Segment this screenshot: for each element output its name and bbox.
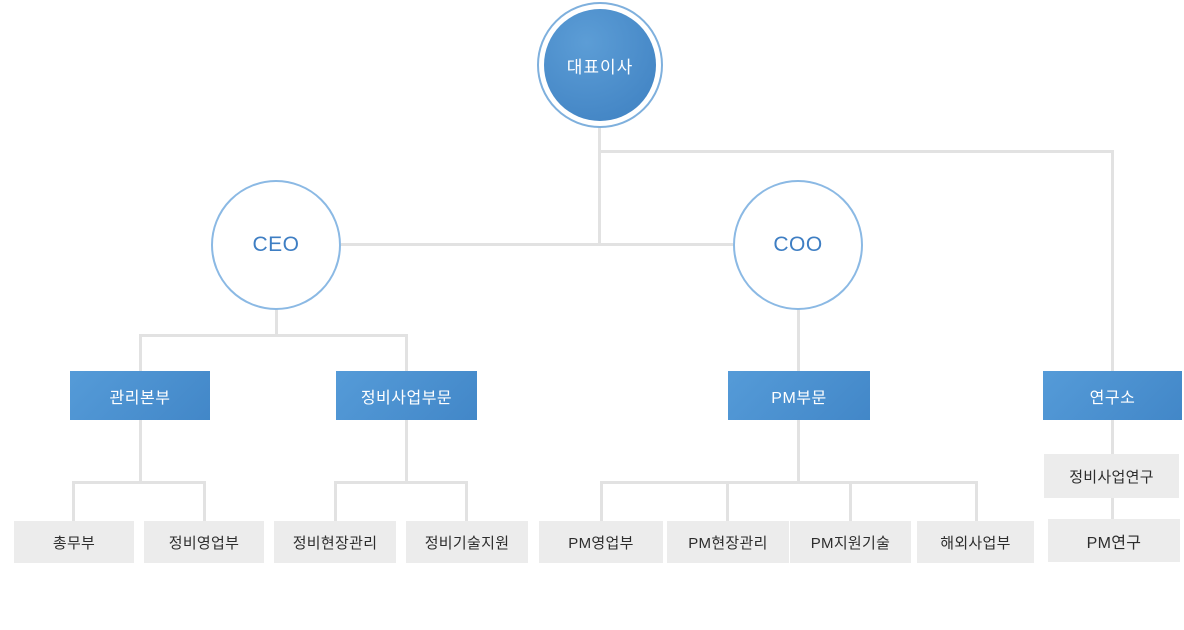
- connector-line: [1111, 150, 1114, 371]
- department-label: PM연구: [1086, 534, 1142, 552]
- division-label: 관리본부: [109, 389, 171, 407]
- connector-line: [139, 334, 142, 371]
- org-node-maintenance-site-management: 정비현장관리: [274, 521, 396, 563]
- connector-line: [1111, 496, 1114, 521]
- org-node-management-hq: 관리본부: [70, 371, 210, 420]
- connector-line: [849, 481, 852, 521]
- root-circle: 대표이사: [544, 9, 656, 121]
- org-node-pm-division: PM부문: [728, 371, 870, 420]
- department-label: 정비영업부: [168, 534, 240, 552]
- root-label: 대표이사: [566, 57, 634, 77]
- department-label: PM영업부: [568, 534, 634, 552]
- connector-line: [600, 481, 978, 484]
- connector-line: [405, 334, 408, 371]
- connector-line: [598, 127, 601, 246]
- connector-line: [334, 481, 337, 521]
- department-label: PM지원기술: [810, 534, 891, 552]
- connector-line: [797, 309, 800, 371]
- connector-line: [72, 481, 75, 521]
- org-node-maintenance-sales: 정비영업부: [144, 521, 264, 563]
- division-label: PM부문: [771, 389, 827, 407]
- connector-line: [139, 334, 408, 337]
- connector-line: [334, 481, 468, 484]
- department-label: 정비사업연구: [1069, 468, 1154, 486]
- org-node-pm-site-management: PM현장관리: [667, 521, 789, 563]
- connector-line: [726, 481, 729, 521]
- org-node-general-affairs: 총무부: [14, 521, 134, 563]
- connector-line: [405, 419, 408, 484]
- connector-line: [275, 309, 278, 337]
- connector-line: [139, 419, 142, 484]
- ceo-label: CEO: [252, 233, 300, 256]
- connector-line: [203, 481, 206, 521]
- department-label: 정비기술지원: [424, 534, 510, 552]
- org-node-ceo: CEO: [211, 180, 341, 310]
- connector-line: [1111, 419, 1114, 455]
- connector-line: [598, 150, 1114, 153]
- coo-label: COO: [773, 233, 823, 256]
- connector-line: [600, 481, 603, 521]
- connector-line: [465, 481, 468, 521]
- department-label: PM현장관리: [688, 534, 768, 552]
- connector-line: [975, 481, 978, 521]
- org-node-pm-research: PM연구: [1048, 519, 1180, 562]
- org-node-maintenance-business-research: 정비사업연구: [1044, 454, 1179, 498]
- department-label: 해외사업부: [940, 534, 1011, 552]
- org-node-research-institute: 연구소: [1043, 371, 1182, 420]
- org-node-overseas-business: 해외사업부: [917, 521, 1034, 563]
- department-label: 정비현장관리: [292, 534, 378, 552]
- org-node-coo: COO: [733, 180, 863, 310]
- connector-line: [797, 419, 800, 484]
- connector-line: [341, 243, 733, 246]
- department-label: 총무부: [52, 534, 96, 552]
- org-node-maintenance-tech-support: 정비기술지원: [406, 521, 528, 563]
- org-node-pm-support-tech: PM지원기술: [790, 521, 911, 563]
- division-label: 연구소: [1089, 389, 1136, 407]
- connector-line: [72, 481, 206, 484]
- org-node-root: 대표이사: [537, 2, 663, 128]
- org-node-maintenance-business-division: 정비사업부문: [336, 371, 477, 420]
- division-label: 정비사업부문: [360, 389, 453, 407]
- org-node-pm-sales: PM영업부: [539, 521, 663, 563]
